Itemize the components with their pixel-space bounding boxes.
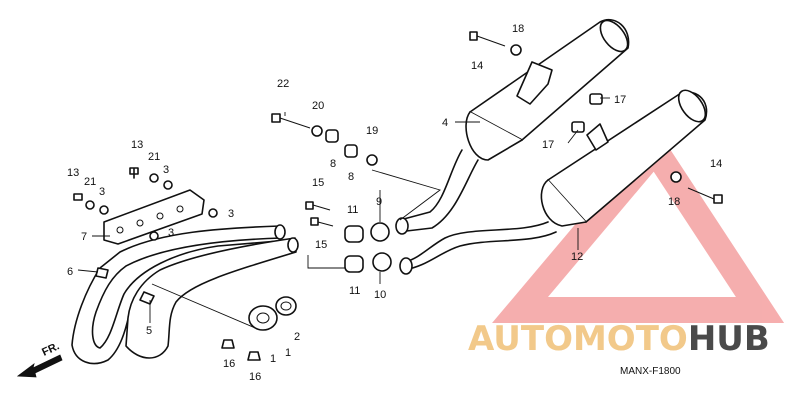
- watermark-text: AUTOMOTOHUB: [468, 319, 770, 359]
- callout-3: 3: [228, 208, 234, 220]
- callout-13: 13: [67, 167, 79, 179]
- callout-11: 11: [347, 204, 358, 216]
- callout-16: 16: [223, 358, 235, 370]
- callout-9: 9: [376, 196, 382, 208]
- callout-3: 3: [99, 186, 105, 198]
- front-direction-arrow-icon: FR.: [16, 340, 63, 378]
- callout-1: 1: [285, 347, 291, 359]
- callout-13: 13: [131, 139, 143, 151]
- callout-3: 3: [163, 164, 169, 176]
- callout-18: 18: [512, 23, 524, 35]
- callout-7: 7: [81, 231, 87, 243]
- callout-15: 15: [312, 177, 324, 189]
- callout-17: 17: [614, 94, 626, 106]
- callout-10: 10: [374, 289, 386, 301]
- callout-6: 6: [67, 266, 73, 278]
- callout-3: 3: [168, 227, 174, 239]
- watermark-logo: [492, 128, 785, 323]
- callout-15: 15: [315, 239, 327, 251]
- callouts: 1 1 2 3 3 3 3 4 5 6 7 8 8 9 10 11 11 12 …: [67, 23, 722, 383]
- callout-19: 19: [366, 125, 378, 137]
- heat-guard: [103, 189, 205, 245]
- callout-12: 12: [571, 251, 583, 263]
- callout-18: 18: [668, 196, 680, 208]
- hardware: [73, 31, 723, 361]
- watermark-triangle-icon: [492, 128, 785, 323]
- callout-14: 14: [471, 60, 483, 72]
- callout-16: 16: [249, 371, 261, 383]
- watermark-word-automoto: AUTOMOTO: [468, 319, 688, 359]
- callout-20: 20: [312, 100, 324, 112]
- callout-2: 2: [294, 331, 300, 343]
- muffler-lower: [399, 89, 708, 275]
- exhaust-pipes: [71, 224, 299, 365]
- diagram-code: MANX-F1800: [620, 366, 681, 377]
- callout-21: 21: [148, 151, 160, 163]
- callout-8: 8: [348, 171, 354, 183]
- callout-11: 11: [349, 285, 360, 297]
- callout-22: 22: [277, 78, 289, 90]
- svg-text:AUTOMOTOHUB: AUTOMOTOHUB: [468, 319, 770, 359]
- callout-21: 21: [84, 176, 96, 188]
- callout-1: 1: [270, 353, 276, 365]
- callout-17: 17: [542, 139, 554, 151]
- callout-14: 14: [710, 158, 722, 170]
- watermark-word-hub: HUB: [688, 319, 770, 359]
- leader-lines: [77, 97, 610, 331]
- callout-5: 5: [146, 325, 152, 337]
- muffler-upper: [395, 19, 630, 235]
- callout-8: 8: [330, 158, 336, 170]
- callout-4: 4: [442, 117, 448, 129]
